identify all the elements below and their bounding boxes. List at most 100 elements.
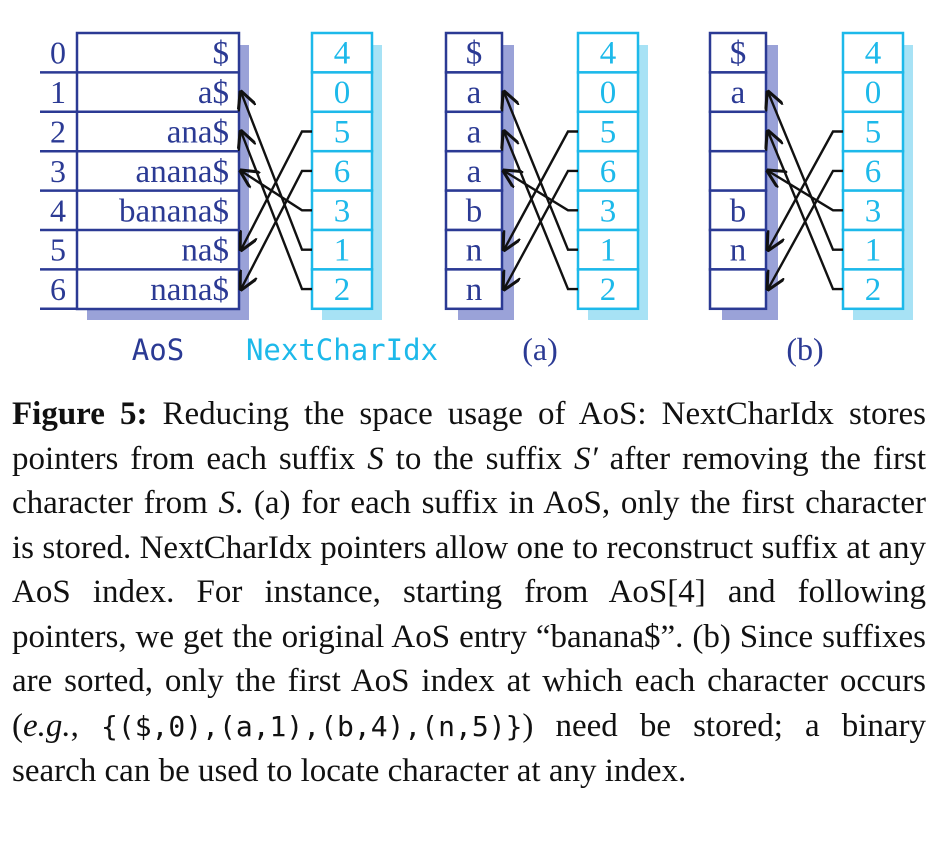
caption-code: {($,0),(a,1),(b,4),(n,5)} bbox=[100, 709, 523, 743]
panel-b-nci-value: 0 bbox=[865, 75, 882, 111]
figure-caption: Figure 5: Reducing the space usage of Ao… bbox=[12, 392, 926, 794]
next-char-idx-cell bbox=[310, 228, 374, 271]
panel-a-nci-cell bbox=[576, 268, 640, 311]
aos-suffix: nana$ bbox=[150, 272, 229, 308]
panel-b-char-value: n bbox=[730, 233, 747, 269]
panel-b-char-value: b bbox=[730, 193, 747, 229]
panel-b-nci-value: 3 bbox=[865, 193, 882, 229]
next-char-idx-cell bbox=[310, 31, 374, 74]
panel-a-nci-cell bbox=[576, 110, 640, 153]
pointer-arrow bbox=[504, 92, 578, 251]
next-char-idx-cell bbox=[310, 71, 374, 114]
panel-a-char-value: n bbox=[466, 233, 483, 269]
aos-index: 4 bbox=[50, 192, 66, 228]
pointer-arrow bbox=[241, 130, 312, 250]
panel-b-nci-cell bbox=[841, 189, 905, 232]
panel-b-char-cell bbox=[708, 31, 768, 74]
panel-b-label: (b) bbox=[786, 331, 823, 367]
next-char-idx-value: 1 bbox=[334, 233, 351, 269]
panel-a-nci-value: 4 bbox=[600, 36, 617, 72]
aos-suffix: anana$ bbox=[136, 154, 229, 190]
panel-a-nci-value: 2 bbox=[600, 272, 617, 308]
pointer-arrow bbox=[241, 92, 312, 251]
panel-a-label: (a) bbox=[522, 331, 558, 367]
caption-symbol-s-2: S bbox=[218, 485, 235, 521]
panel-a-char-value: b bbox=[466, 193, 483, 229]
next-char-idx-value: 5 bbox=[334, 115, 351, 151]
caption-symbol-s: S bbox=[367, 440, 384, 477]
aos-label: AoS bbox=[132, 333, 184, 367]
panel-b-nci-value: 2 bbox=[865, 272, 882, 308]
panel-b-nci-value: 6 bbox=[865, 154, 882, 190]
panel-b-nci-cell bbox=[841, 31, 905, 74]
pointer-arrow bbox=[241, 171, 312, 212]
pointer-arrow bbox=[768, 92, 843, 251]
pointer-arrow bbox=[504, 132, 578, 291]
pointer-arrows-a bbox=[504, 92, 578, 289]
aos-index: 3 bbox=[50, 153, 66, 189]
panel-a-char-value: $ bbox=[466, 36, 483, 72]
next-char-idx-cell bbox=[310, 149, 374, 192]
panel-b-char-value: $ bbox=[730, 36, 747, 72]
caption-text-5: , bbox=[70, 707, 101, 744]
aos-index: 5 bbox=[50, 232, 66, 268]
pointer-arrow bbox=[504, 171, 578, 212]
panel-b-char-cell bbox=[708, 149, 768, 192]
panel-b-char-value: a bbox=[731, 75, 746, 111]
caption-text-1: Reducing the space usage of AoS: NextCha… bbox=[12, 396, 926, 477]
caption-eg: e.g. bbox=[23, 707, 71, 744]
panel-a-nci-cell bbox=[576, 228, 640, 271]
caption-label: Figure 5: bbox=[12, 396, 148, 432]
pointer-arrow bbox=[768, 130, 843, 250]
aos-suffix: banana$ bbox=[119, 193, 229, 229]
pointer-arrow bbox=[241, 169, 312, 289]
caption-text-6: ) need be stored; a binary search can be… bbox=[12, 707, 926, 790]
panel-a-nci-cell bbox=[576, 31, 640, 74]
next-char-idx-value: 3 bbox=[334, 193, 351, 229]
panel-a-nci-value: 1 bbox=[600, 233, 617, 269]
pointer-arrow bbox=[504, 130, 578, 250]
caption-text-3: after re­moving the first character from bbox=[12, 440, 926, 522]
pointer-arrow bbox=[768, 169, 843, 289]
panel-b-char-cell bbox=[708, 110, 768, 153]
panel-a-nci-value: 0 bbox=[600, 75, 617, 111]
panel-b-char-cell bbox=[708, 268, 768, 311]
panel-a-char-value: a bbox=[467, 154, 482, 190]
caption-text-2: to the suffix bbox=[383, 440, 574, 477]
aos-suffix: a$ bbox=[198, 75, 229, 111]
pointer-arrow bbox=[768, 132, 843, 291]
next-char-idx-value: 4 bbox=[334, 36, 351, 72]
panel-b-nci-value: 5 bbox=[865, 115, 882, 151]
panel-b-char-column: $a bn bbox=[708, 31, 778, 320]
pointer-arrow bbox=[241, 132, 312, 291]
aos-index: 6 bbox=[50, 271, 66, 307]
pointer-arrow bbox=[768, 171, 843, 212]
panel-a-char-value: n bbox=[466, 272, 483, 308]
panel-a-char-value: a bbox=[467, 75, 482, 111]
next-char-idx-cell bbox=[310, 268, 374, 311]
next-char-idx-value: 2 bbox=[334, 272, 351, 308]
pointer-arrow bbox=[504, 169, 578, 289]
panel-b-nci-cell bbox=[841, 268, 905, 311]
panel-a-nci-value: 5 bbox=[600, 115, 617, 151]
aos-index: 0 bbox=[50, 35, 66, 71]
aos-suffix: ana$ bbox=[167, 115, 229, 151]
aos-index: 2 bbox=[50, 114, 66, 150]
aos-suffix: na$ bbox=[181, 233, 229, 269]
next-char-idx-label: NextCharIdx bbox=[246, 333, 438, 367]
caption-text-4: . (a) for each suffix in AoS, only the f… bbox=[12, 485, 927, 744]
caption-symbol-s-prime: S′ bbox=[573, 440, 598, 477]
panel-b-nci-value: 4 bbox=[865, 36, 882, 72]
panel-a-char-cell bbox=[444, 268, 504, 311]
panel-a-nci-cell bbox=[576, 149, 640, 192]
panel-a-char-value: a bbox=[467, 115, 482, 151]
next-char-idx-cell bbox=[310, 110, 374, 153]
panel-a-nci-value: 6 bbox=[600, 154, 617, 190]
aos-suffix: $ bbox=[213, 36, 230, 72]
